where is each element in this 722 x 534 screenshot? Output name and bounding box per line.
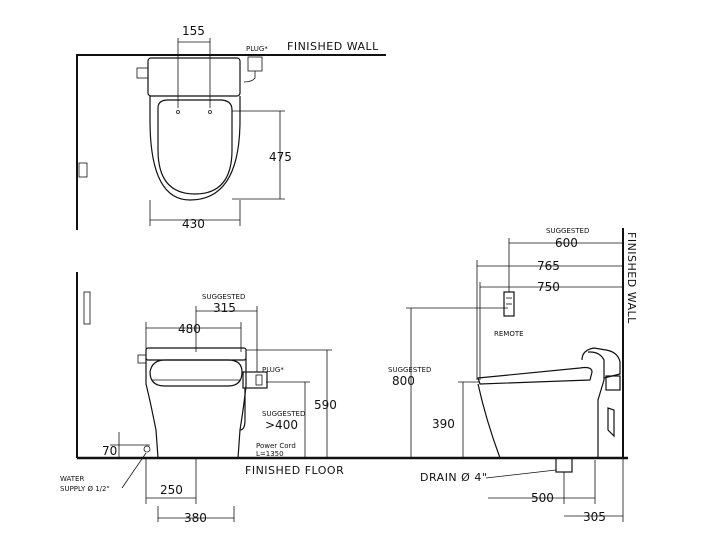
dim-380: 380 (184, 511, 207, 525)
front-side-fixture (83, 291, 91, 325)
dim-600: 600 (555, 236, 578, 250)
dim-750: 750 (537, 280, 560, 294)
dim-305: 305 (583, 510, 606, 524)
water-supply-point (143, 445, 151, 453)
power-cord-label-2: L=1350 (256, 450, 284, 458)
dim-480: 480 (178, 322, 201, 336)
top-view: 155 PLUG* FINISHED WALL 475 430 (76, 24, 386, 231)
top-tank-knob (136, 67, 149, 79)
side-toilet-body (477, 351, 605, 459)
drain-leader (485, 469, 557, 479)
front-plug-socket-inner (255, 374, 263, 386)
side-wall-socket (605, 375, 621, 391)
front-suggested-400: SUGGESTED (262, 410, 305, 418)
top-tank (147, 57, 241, 97)
top-bowl-outer (149, 96, 241, 201)
dim-590: 590 (314, 398, 337, 412)
remote-label: REMOTE (494, 330, 524, 338)
top-seat (157, 99, 233, 195)
side-drain (555, 457, 573, 473)
drain-label: DRAIN Ø 4" (420, 471, 487, 484)
finished-wall-top-label: FINISHED WALL (287, 40, 379, 53)
side-suggested-800: SUGGESTED (388, 366, 431, 374)
dim-155: 155 (182, 24, 205, 38)
top-seat-hinge-left (176, 110, 180, 114)
front-plug-label: PLUG* (262, 366, 284, 374)
front-toilet-body (145, 358, 247, 459)
front-view: FINISHED FLOOR PLUG* 480 SUGGESTED 315 S… (60, 272, 628, 525)
power-cord-label-1: Power Cord (256, 442, 296, 450)
dim-70: 70 (102, 444, 117, 458)
dim-500: 500 (531, 491, 554, 505)
dim-430: 430 (182, 217, 205, 231)
front-seat (149, 359, 243, 387)
finished-wall-side-label: FINISHED WALL (625, 232, 638, 324)
front-plug-socket (242, 371, 268, 389)
front-suggested-315: SUGGESTED (202, 293, 245, 301)
finished-wall-side-label-group: FINISHED WALL (625, 232, 638, 324)
dim-475: 475 (269, 150, 292, 164)
front-power-cord (239, 388, 246, 431)
side-seat (477, 366, 593, 385)
dim-800: 800 (392, 374, 415, 388)
top-plug-cord (243, 71, 256, 83)
dim-765: 765 (537, 259, 560, 273)
water-supply-label-1: WATER (60, 475, 84, 483)
dim-250: 250 (160, 483, 183, 497)
top-side-fixture (78, 162, 88, 178)
water-supply-leader (121, 452, 147, 489)
top-plug (247, 56, 263, 72)
dim-315: 315 (213, 301, 236, 315)
side-suggested-600: SUGGESTED (546, 227, 589, 235)
front-side-knob (137, 354, 147, 364)
top-seat-hinge-right (208, 110, 212, 114)
dim-390: 390 (432, 417, 455, 431)
side-lid (581, 347, 621, 379)
dim-400: >400 (265, 418, 298, 432)
side-view: FINISHED WALL REMOTE SUGGESTED 600 765 7… (388, 227, 638, 524)
water-supply-label-2: SUPPLY Ø 1/2" (60, 485, 110, 493)
finished-floor-label: FINISHED FLOOR (245, 464, 344, 477)
top-plug-label: PLUG* (246, 45, 268, 53)
side-supply-pipe (607, 407, 615, 438)
